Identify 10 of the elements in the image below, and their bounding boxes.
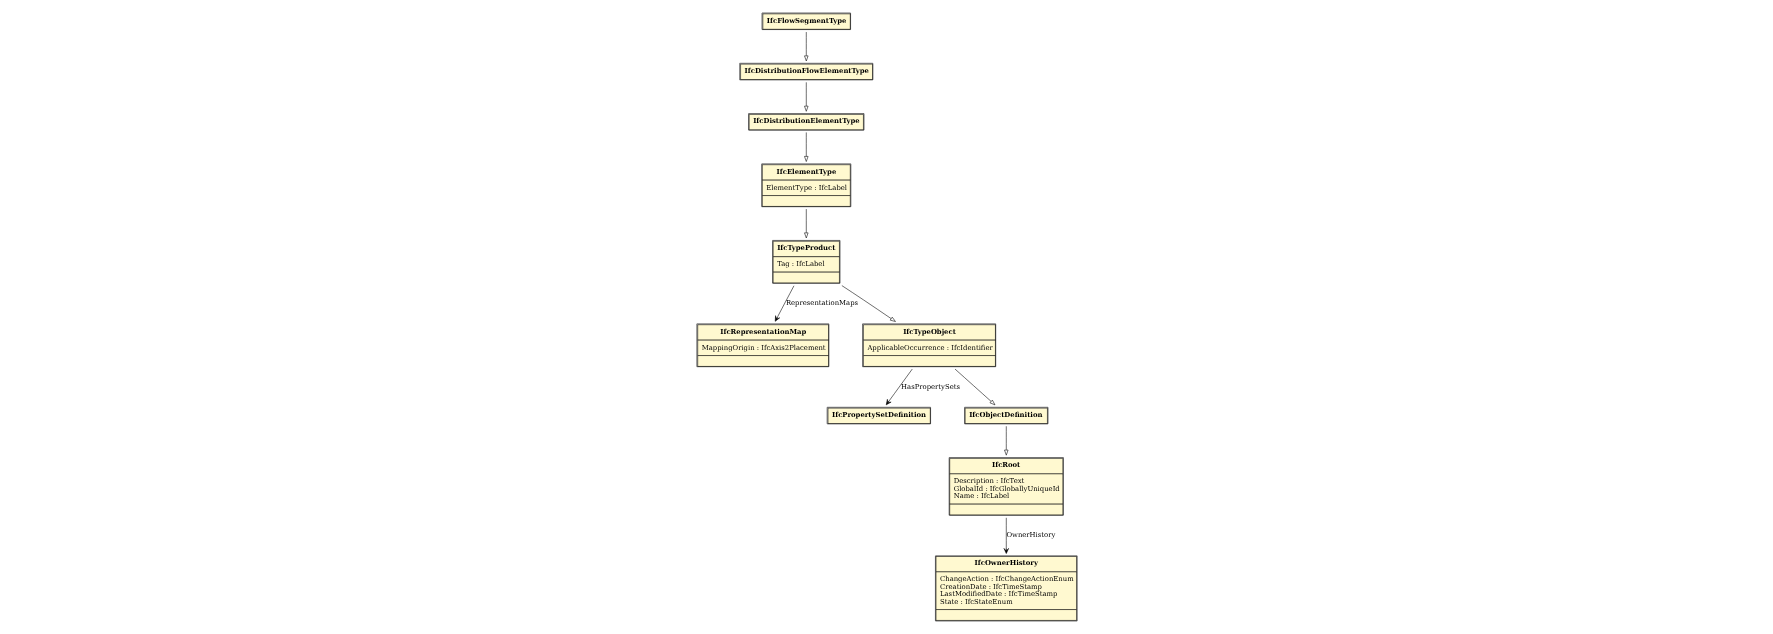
arrow xyxy=(885,368,913,406)
arrow xyxy=(803,31,808,62)
arrow xyxy=(803,132,808,162)
arrow xyxy=(803,208,808,239)
arrow xyxy=(1003,426,1008,456)
arrow xyxy=(803,82,808,112)
arrow xyxy=(1003,517,1009,554)
arrow xyxy=(841,285,896,322)
arrow xyxy=(774,285,794,322)
arrow xyxy=(954,368,995,406)
